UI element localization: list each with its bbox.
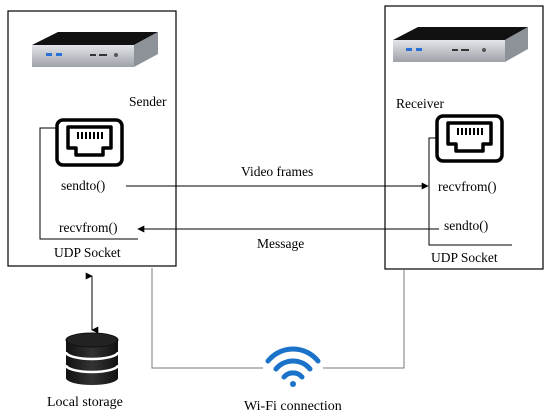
receiver-socket-label: UDP Socket — [431, 250, 498, 265]
sender-title: Sender — [129, 94, 167, 109]
sender-ethernet-icon — [55, 118, 124, 167]
sender-computer-icon — [32, 32, 158, 67]
sender-sendto-label: sendto() — [61, 178, 105, 193]
message-label: Message — [257, 236, 304, 251]
receiver-computer-icon — [393, 27, 528, 62]
wifi-icon — [265, 346, 321, 387]
wifi-label: Wi-Fi connection — [244, 399, 342, 414]
receiver-socket-bracket — [428, 137, 512, 246]
sender-socket-bracket — [39, 127, 138, 240]
sender-box — [7, 10, 177, 267]
storage-label: Local storage — [47, 395, 123, 410]
receiver-recvfrom-label: recvfrom() — [438, 179, 496, 194]
receiver-ethernet-icon — [435, 114, 504, 163]
receiver-node: Receiver recvfrom() sendto() UDP Socket — [384, 5, 544, 270]
video-frames-label: Video frames — [241, 164, 313, 179]
sender-recvfrom-label: recvfrom() — [59, 220, 117, 235]
receiver-title: Receiver — [396, 96, 444, 111]
receiver-sendto-label: sendto() — [444, 218, 488, 233]
sender-node: Sender sendto() recvfrom() UDP Socket — [7, 10, 177, 267]
receiver-box — [384, 5, 544, 270]
wifi-wire — [151, 268, 405, 369]
sender-socket-label: UDP Socket — [54, 245, 121, 260]
database-icon — [64, 332, 120, 385]
